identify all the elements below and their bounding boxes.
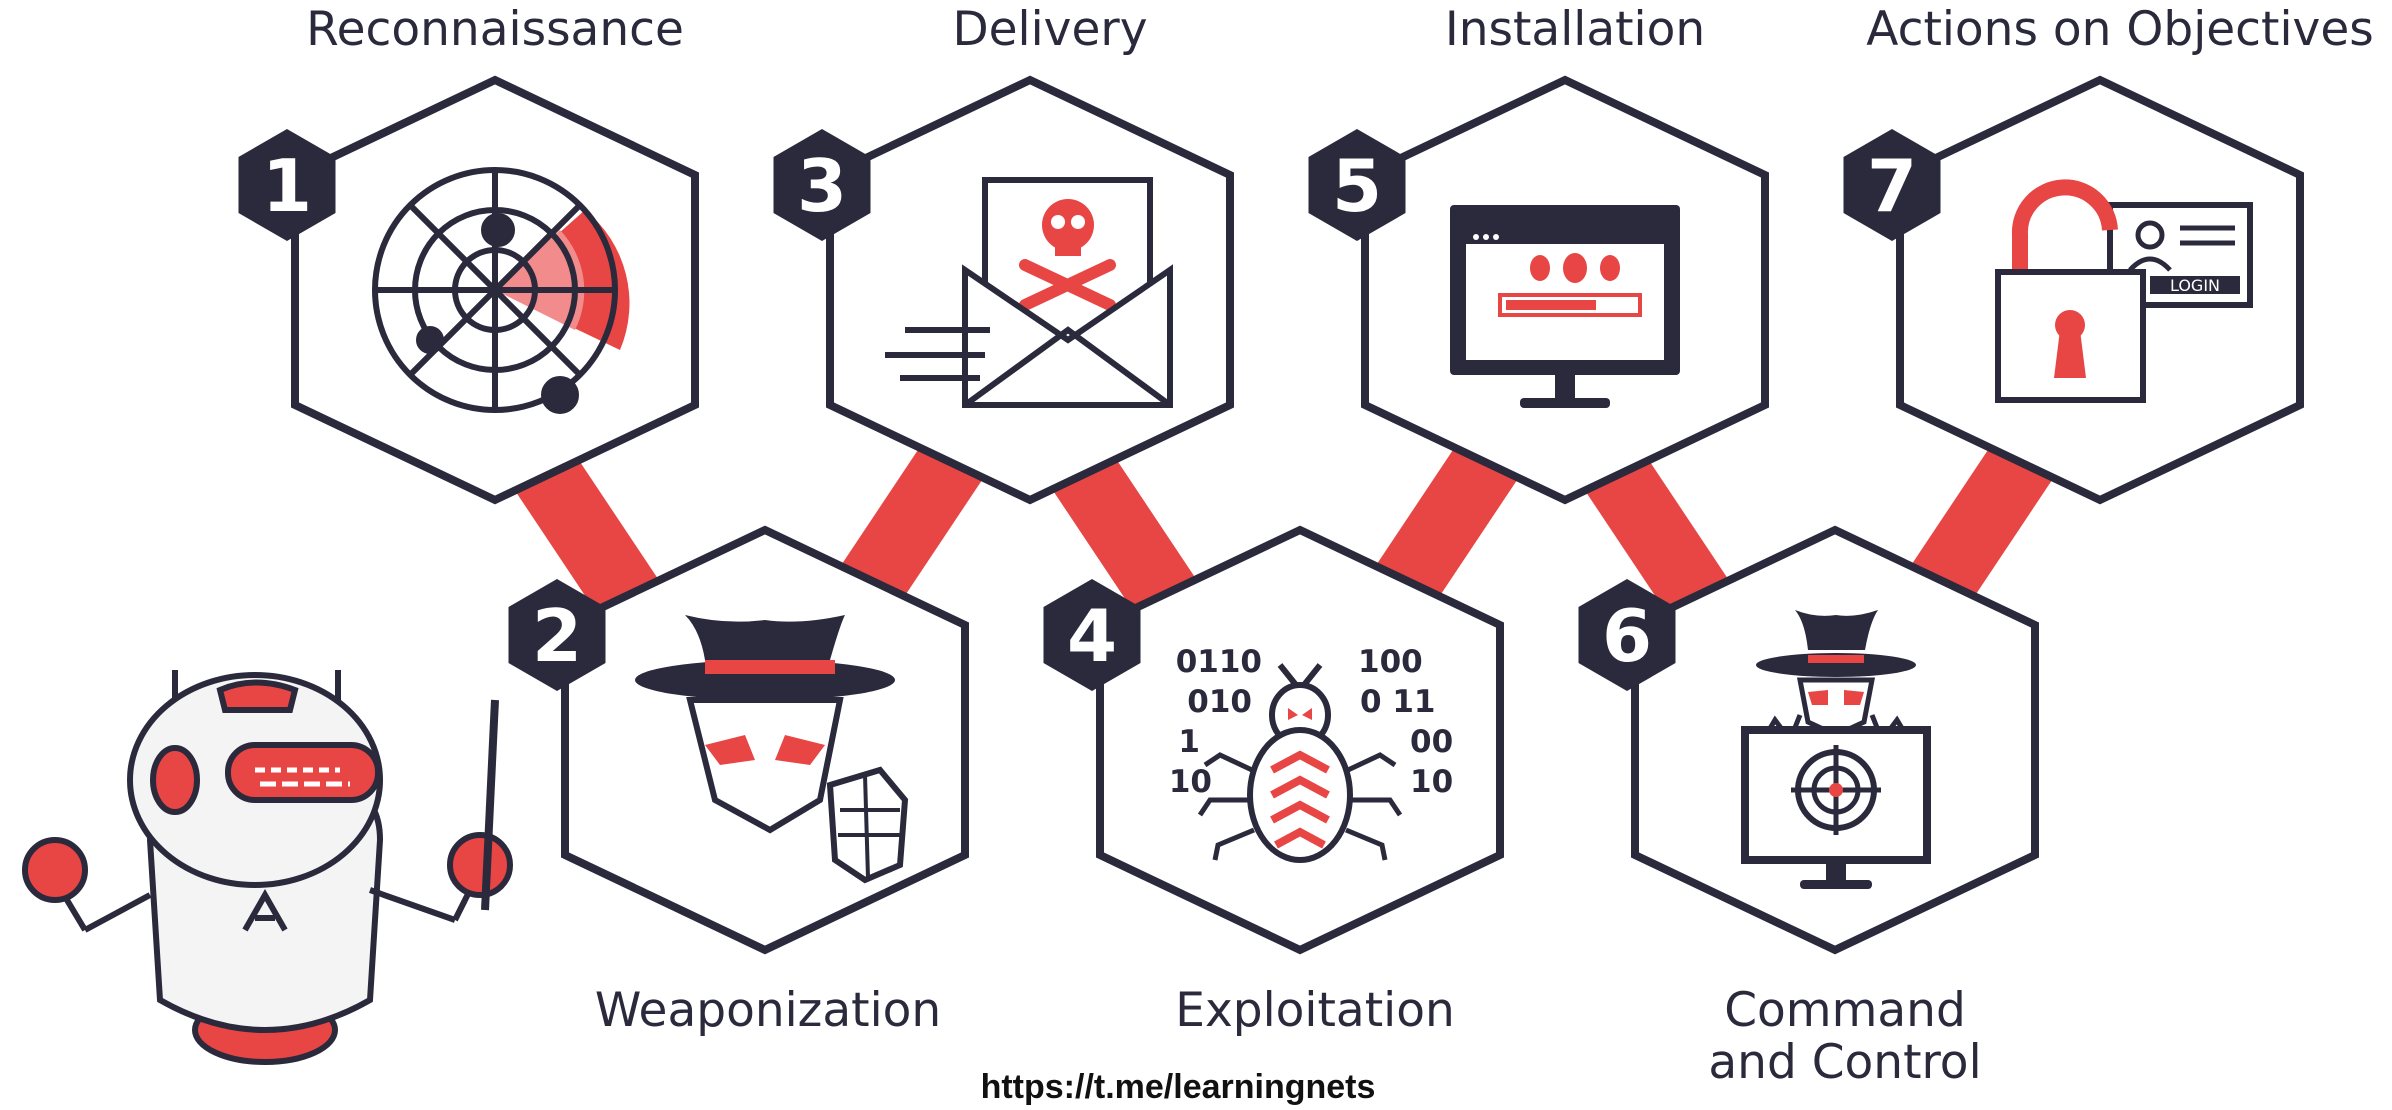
stage-number: 6	[1602, 594, 1652, 678]
stage-6-label: Command and Control	[1708, 983, 1982, 1090]
bug-binary-icon: 0110 010 1 10 100 0 11 00 10	[1169, 644, 1453, 863]
footer-link[interactable]: https://t.me/learningnets	[980, 1068, 1376, 1106]
binary-right-text: 0 11	[1360, 684, 1436, 720]
badge-hexagon	[773, 129, 871, 241]
login-text: LOGIN	[2170, 276, 2220, 295]
stage-6-badge: 6	[1578, 579, 1676, 691]
stage-number: 3	[797, 144, 847, 228]
stage-2-label: Weaponization	[594, 983, 942, 1038]
stage-number: 1	[262, 144, 312, 228]
stage-7-label: Actions on Objectives	[1866, 2, 2374, 57]
stage-4-badge: 4	[1043, 579, 1141, 691]
robot-mascot-icon	[22, 670, 513, 1065]
radar-icon	[372, 167, 630, 414]
binary-right-text: 100	[1358, 644, 1423, 680]
binary-left-text: 0110	[1176, 644, 1262, 680]
stage-number: 5	[1332, 144, 1382, 228]
binary-left-text: 1	[1178, 724, 1200, 760]
badge-hexagon	[1578, 579, 1676, 691]
badge-hexagon	[1843, 129, 1941, 241]
badge-hexagon	[1043, 579, 1141, 691]
stage-number: 2	[532, 594, 582, 678]
malware-install-monitor-icon	[1450, 205, 1680, 408]
unlocked-login-icon: LOGIN	[1995, 179, 2253, 403]
stage-2-badge: 2	[508, 579, 606, 691]
stage-number: 4	[1067, 594, 1117, 678]
hacker-target-monitor-icon	[1741, 610, 1931, 889]
hacker-grenade-icon	[635, 615, 909, 884]
malicious-email-icon	[885, 177, 1173, 408]
stage-3-label: Delivery	[952, 2, 1148, 57]
stage-5-label: Installation	[1444, 2, 1706, 57]
binary-right-text: 00	[1410, 724, 1453, 760]
badge-hexagon	[238, 129, 336, 241]
stage-7-badge: 7	[1843, 129, 1941, 241]
stage-1-label: Reconnaissance	[306, 2, 684, 57]
stage-number: 7	[1867, 144, 1917, 228]
stage-3-badge: 3	[773, 129, 871, 241]
binary-right-text: 10	[1410, 764, 1453, 800]
binary-left-text: 10	[1169, 764, 1212, 800]
stage-1-badge: 1	[238, 129, 336, 241]
binary-left-text: 010	[1187, 684, 1252, 720]
badge-hexagon	[508, 579, 606, 691]
stage-5-badge: 5	[1308, 129, 1406, 241]
stage-4-label: Exploitation	[1175, 983, 1455, 1038]
badge-hexagon	[1308, 129, 1406, 241]
